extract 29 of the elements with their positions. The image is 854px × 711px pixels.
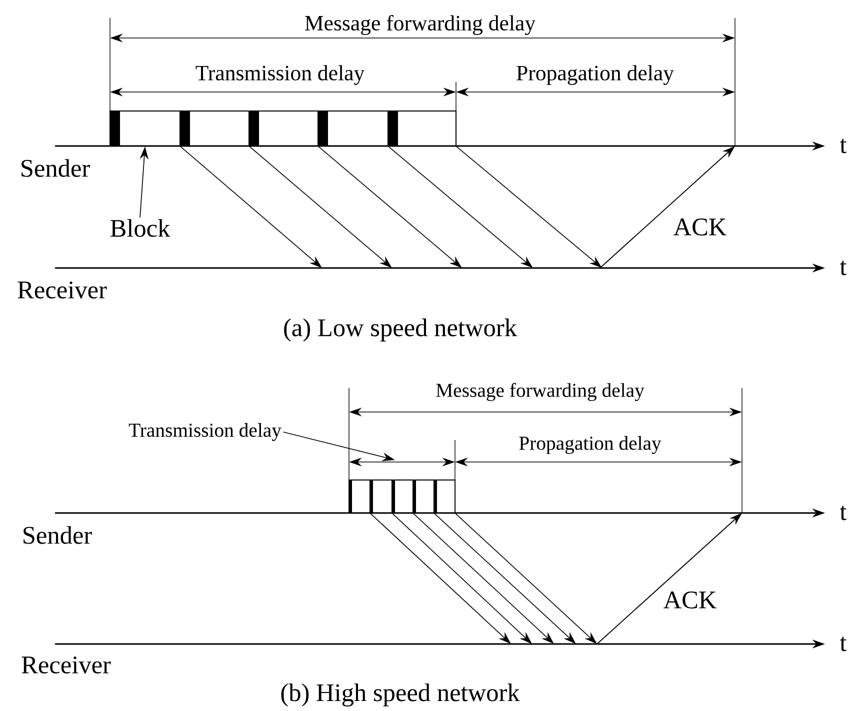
text-label: Sender (22, 159, 90, 177)
text-label: ACK (674, 218, 726, 236)
block (180, 110, 250, 147)
text-label: Block (110, 219, 170, 237)
block (392, 480, 414, 514)
text-label: Propagation delay (519, 436, 662, 454)
text-label: t (840, 506, 847, 520)
text-label: Receiver (22, 656, 111, 674)
text-label: Propagation delay (516, 65, 674, 85)
block (370, 480, 392, 514)
block (434, 480, 456, 514)
text-label: t (840, 260, 847, 276)
caption: (b) High speed network (281, 683, 520, 706)
text-label: Transmission delay (196, 65, 365, 85)
text-label: Transmission delay (128, 423, 282, 441)
block (388, 110, 456, 147)
block (412, 480, 435, 514)
block (348, 480, 371, 514)
caption: (a) Low speed network (284, 318, 517, 342)
block (318, 110, 388, 147)
block (248, 110, 319, 147)
text-label: Message forwarding delay (305, 14, 536, 36)
text-label: Message forwarding delay (436, 382, 644, 402)
text-label: Receiver (18, 282, 107, 298)
text-label: t (840, 138, 847, 154)
text-label: t (840, 636, 847, 652)
text-label: ACK (664, 592, 716, 608)
block (110, 110, 180, 147)
text-label: Sender (24, 526, 92, 544)
